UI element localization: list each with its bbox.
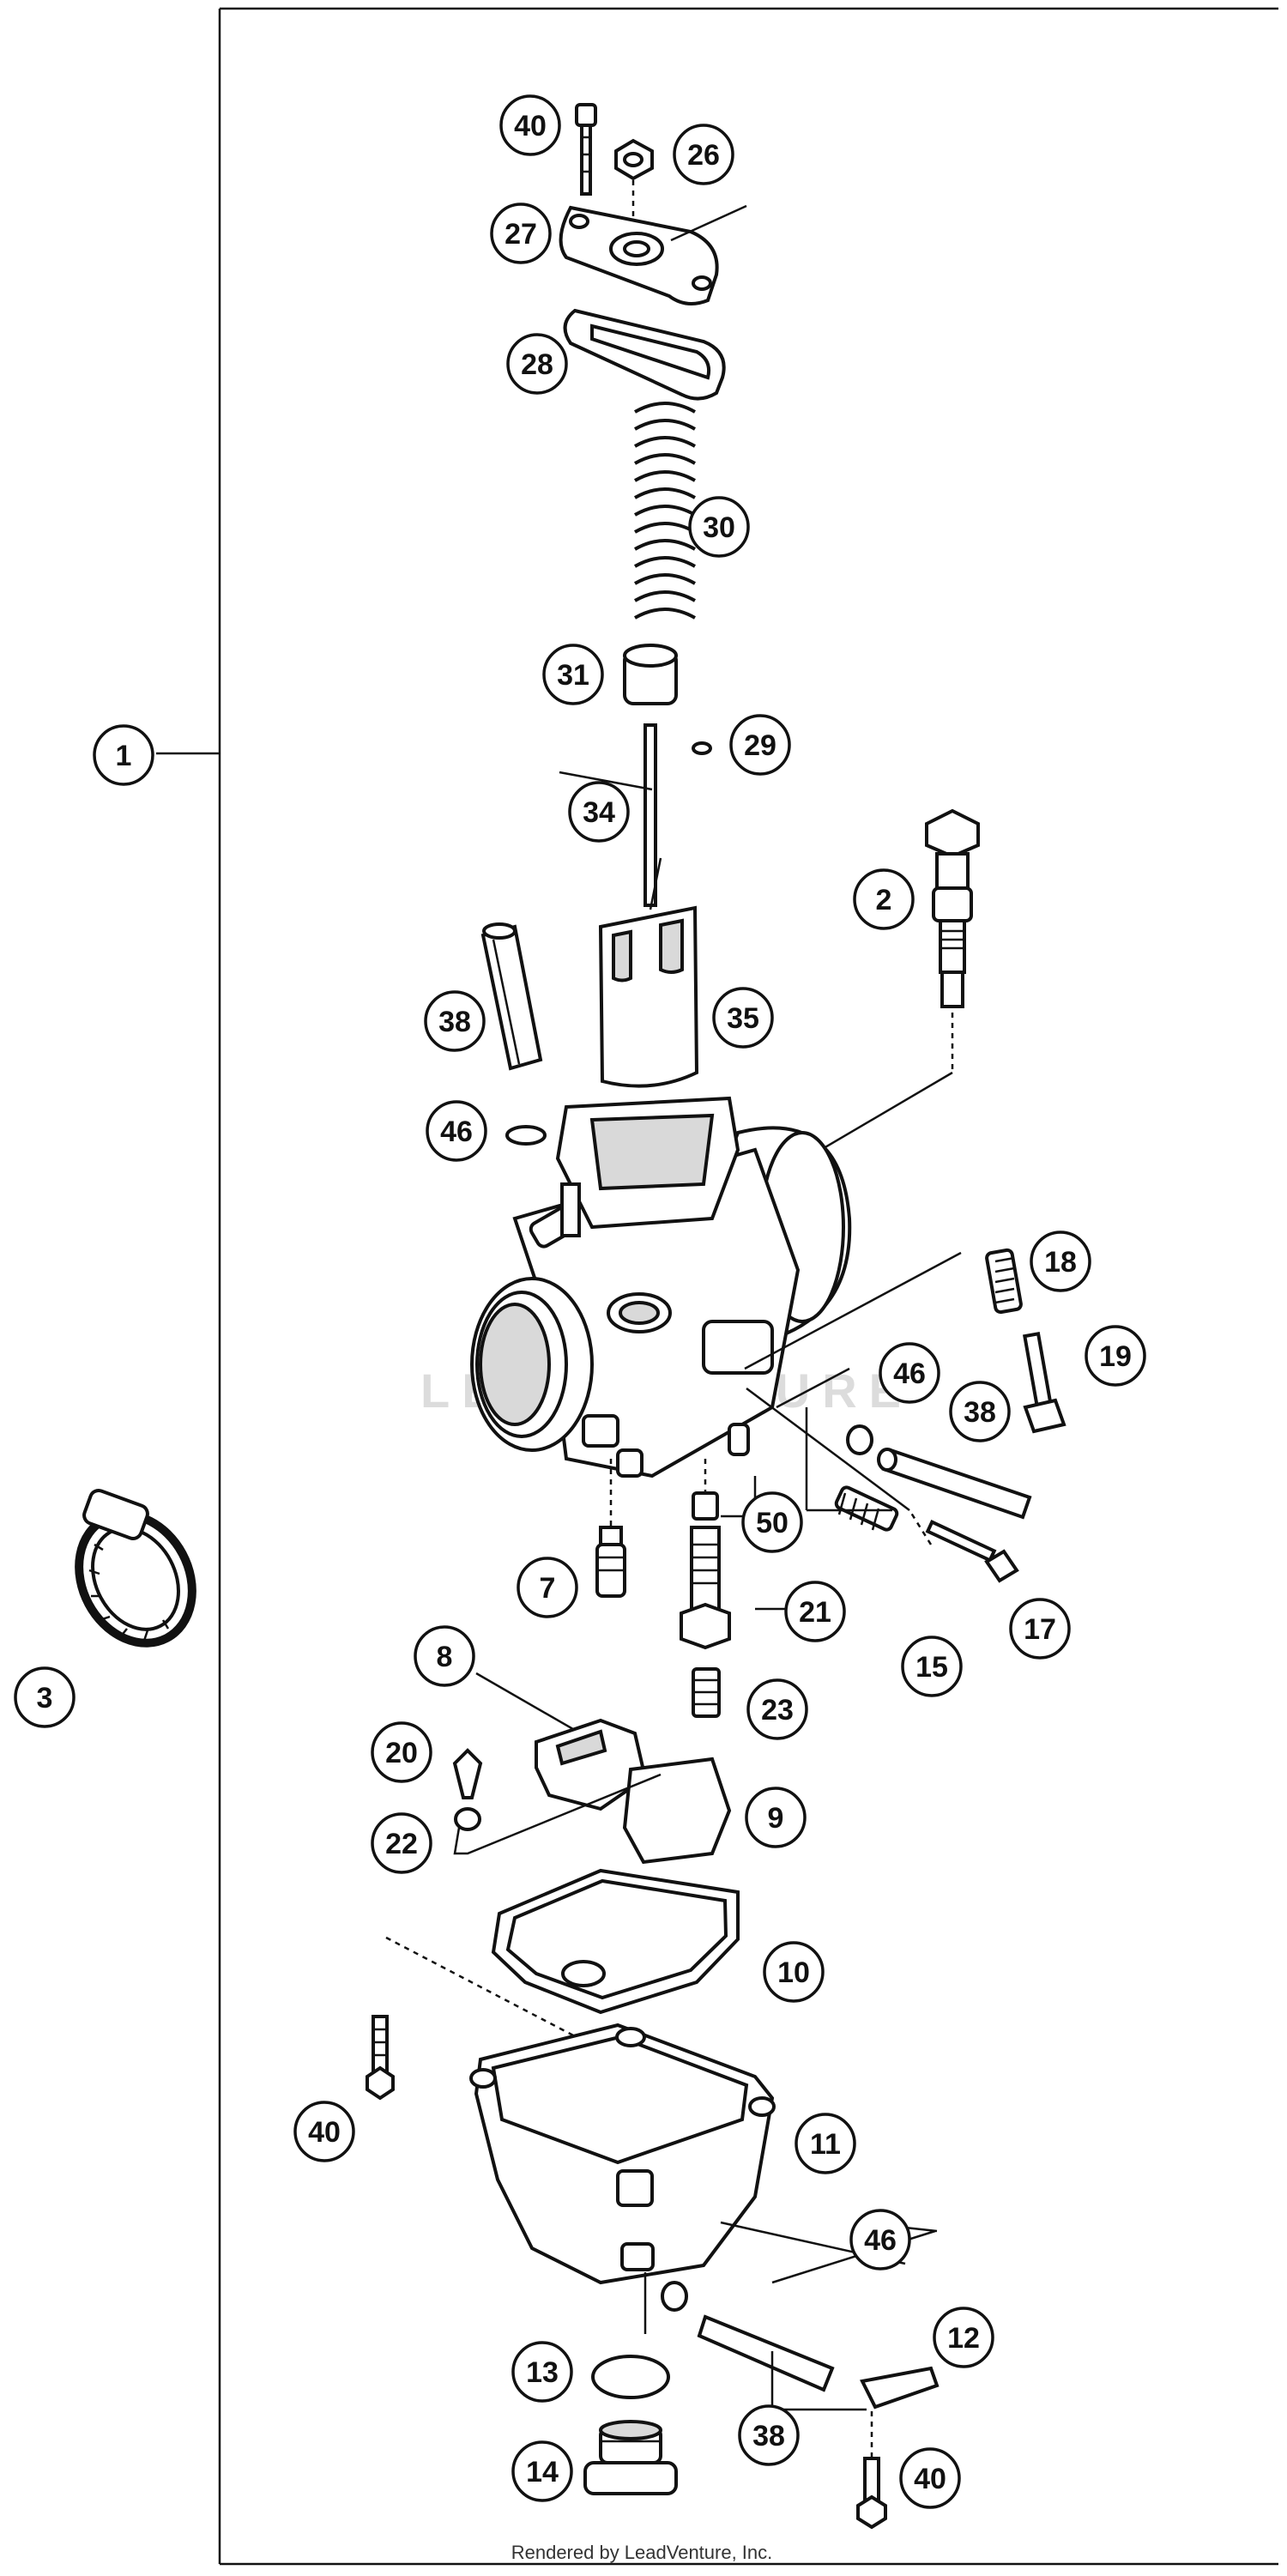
svg-text:11: 11 [810, 2128, 841, 2161]
callout-18: 18 [1030, 1231, 1091, 1292]
callout-46-top: 46 [426, 1100, 487, 1162]
svg-text:19: 19 [1099, 1340, 1132, 1373]
carburetor-top-cap [559, 103, 726, 1088]
float-bowl-gasket [491, 1868, 740, 2015]
svg-text:28: 28 [521, 348, 553, 381]
float-bowl-screw [366, 2015, 395, 2101]
svg-text:13: 13 [526, 2356, 559, 2389]
callout-14: 14 [511, 2440, 573, 2502]
callout-3: 3 [14, 1666, 76, 1728]
svg-text:17: 17 [1024, 1613, 1056, 1646]
svg-text:40: 40 [914, 2463, 946, 2495]
callout-13: 13 [511, 2341, 573, 2403]
o-ring-right [846, 1424, 873, 1455]
idle-screw-and-spring [744, 1248, 1066, 1434]
callout-10: 10 [763, 1941, 825, 2003]
hose-clamp [75, 1489, 196, 1648]
o-ring-top [505, 1125, 547, 1146]
carburetor-body [470, 1096, 852, 1478]
callout-46-bottom: 46 [849, 2209, 911, 2271]
callout-11: 11 [795, 2113, 856, 2174]
svg-text:31: 31 [557, 659, 589, 692]
svg-text:2: 2 [876, 884, 892, 916]
callout-35: 35 [712, 987, 774, 1049]
callout-38-top: 38 [424, 990, 486, 1052]
callouts: 1 2 3 7 8 9 10 11 12 13 14 15 17 18 19 2… [14, 94, 1146, 2509]
svg-text:20: 20 [385, 1737, 418, 1769]
callout-38-bottom: 38 [738, 2404, 800, 2466]
svg-text:15: 15 [915, 1651, 948, 1684]
callout-17: 17 [1009, 1598, 1071, 1660]
float-assembly [452, 1672, 732, 1865]
callout-19: 19 [1085, 1325, 1146, 1387]
vent-hose-right [877, 1448, 1032, 1520]
air-screw-and-spring [746, 1387, 1019, 1583]
spring-coils [634, 402, 696, 620]
callout-7: 7 [517, 1557, 578, 1618]
svg-text:38: 38 [964, 1396, 996, 1429]
callout-40-left: 40 [293, 2101, 355, 2162]
float-bowl [385, 1936, 776, 2285]
svg-text:8: 8 [437, 1641, 453, 1673]
callout-30: 30 [688, 496, 750, 558]
svg-text:40: 40 [308, 2116, 341, 2149]
callout-27: 27 [490, 203, 552, 264]
svg-text:38: 38 [752, 2420, 785, 2452]
callout-38-right: 38 [949, 1381, 1011, 1442]
svg-text:9: 9 [768, 1802, 784, 1835]
svg-text:26: 26 [687, 139, 720, 172]
svg-text:46: 46 [893, 1358, 926, 1390]
svg-text:38: 38 [438, 1006, 471, 1038]
svg-text:46: 46 [440, 1116, 473, 1148]
svg-text:3: 3 [37, 1682, 53, 1714]
callout-34: 34 [568, 781, 630, 843]
svg-text:12: 12 [947, 2322, 980, 2355]
callout-26: 26 [673, 124, 734, 185]
callout-28: 28 [506, 333, 568, 395]
svg-text:7: 7 [540, 1572, 556, 1605]
svg-text:23: 23 [761, 1694, 794, 1726]
callout-15: 15 [901, 1636, 963, 1697]
svg-text:34: 34 [583, 796, 615, 829]
vent-hose-top [480, 922, 543, 1071]
svg-text:40: 40 [514, 110, 547, 142]
callout-2: 2 [853, 868, 915, 930]
assembly-bracket [156, 7, 1278, 2566]
slide-spring [631, 403, 699, 626]
callout-40-top: 40 [499, 94, 561, 156]
footer-credit: Rendered by LeadVenture, Inc. [511, 2542, 773, 2563]
leader-lines [559, 204, 938, 2334]
svg-text:14: 14 [526, 2456, 559, 2488]
callout-20: 20 [371, 1721, 432, 1783]
svg-text:27: 27 [505, 218, 537, 251]
callout-29: 29 [729, 714, 791, 776]
svg-text:21: 21 [799, 1596, 831, 1629]
drain-o-ring [591, 2355, 670, 2399]
callout-21: 21 [784, 1581, 846, 1642]
svg-text:50: 50 [756, 1507, 789, 1539]
callout-31: 31 [542, 644, 604, 705]
svg-text:35: 35 [727, 1002, 759, 1035]
callout-46-right: 46 [879, 1342, 940, 1404]
callout-50: 50 [741, 1491, 803, 1553]
callout-9: 9 [745, 1787, 807, 1848]
callout-12: 12 [933, 2307, 994, 2368]
bottom-hose-and-bracket [661, 2281, 940, 2530]
jet-stack [680, 1459, 731, 1718]
callout-40-bottom: 40 [899, 2447, 961, 2509]
callout-8: 8 [414, 1625, 475, 1687]
svg-text:46: 46 [864, 2224, 897, 2257]
callout-23: 23 [746, 1678, 808, 1740]
callout-22: 22 [371, 1812, 432, 1874]
svg-text:18: 18 [1044, 1246, 1077, 1279]
svg-text:30: 30 [703, 511, 735, 544]
svg-text:22: 22 [385, 1828, 418, 1860]
svg-text:29: 29 [744, 729, 776, 762]
callout-1: 1 [93, 724, 154, 786]
svg-text:10: 10 [777, 1956, 810, 1989]
drain-plug [583, 2420, 678, 2495]
pilot-jet [595, 1459, 626, 1598]
svg-text:1: 1 [116, 740, 132, 772]
